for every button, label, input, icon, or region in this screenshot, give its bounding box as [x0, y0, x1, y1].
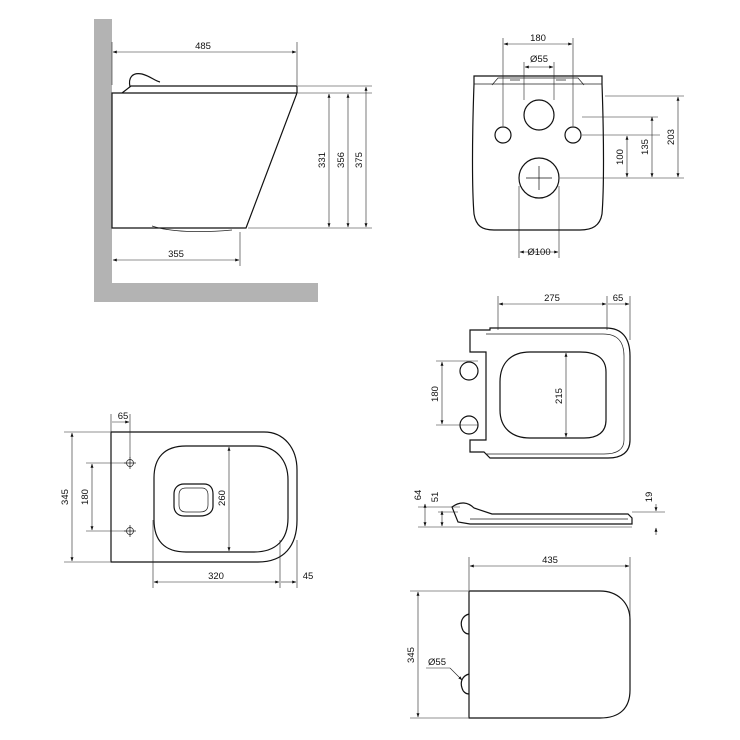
dim-356: 356 [336, 152, 347, 168]
fixing-hole-right [564, 126, 582, 144]
dim-65-bowl: 65 [118, 411, 129, 422]
dim-100: 100 [615, 149, 626, 165]
side-view: 485 355 331 356 375 [94, 19, 372, 302]
lid-outline [468, 590, 631, 719]
dim-180-seat: 180 [430, 386, 441, 402]
dim-45: 45 [303, 571, 314, 582]
seat-side-profile [451, 502, 633, 525]
bowl-base-curve [151, 225, 233, 232]
bowl-side-profile [111, 92, 298, 229]
dim-345-lid: 345 [406, 647, 417, 663]
dim-19: 19 [644, 492, 655, 503]
lid-top-view: 435 345 Ø55 [406, 555, 631, 719]
lid-hinge-top [460, 613, 470, 635]
rear-view: 180 Ø55 Ø100 100 135 203 [471, 33, 684, 258]
rear-outline [471, 75, 605, 231]
dim-d55-lid: Ø55 [428, 657, 446, 668]
dim-260: 260 [217, 490, 228, 506]
bowl-rim [153, 445, 289, 553]
seat-top-profile [121, 85, 298, 94]
seat-outline [469, 327, 631, 459]
bowl-top-view: 65 345 180 260 320 45 [60, 411, 313, 588]
dim-435: 435 [542, 555, 558, 566]
dim-331: 331 [317, 152, 328, 168]
dim-203: 203 [666, 129, 677, 145]
dim-345-bowl: 345 [60, 489, 71, 505]
wall-section [94, 19, 318, 302]
dim-64: 64 [413, 490, 424, 501]
dim-135: 135 [640, 139, 651, 155]
flush-opening [173, 483, 214, 517]
bowl-top-outline [110, 431, 298, 563]
fixing-bracket [491, 77, 585, 86]
dim-d100: Ø100 [527, 247, 550, 258]
dim-d55-rear: Ø55 [530, 54, 548, 65]
dim-215: 215 [554, 388, 565, 404]
lid-hinge-profile [128, 73, 161, 88]
seat-top-view: 275 65 180 215 [430, 293, 631, 459]
fixing-hole-left [494, 126, 512, 144]
dim-485: 485 [195, 41, 211, 52]
dim-180-rear: 180 [530, 33, 546, 44]
dim-180-bowl: 180 [80, 489, 91, 505]
seat-opening [499, 351, 607, 439]
dim-65-seat: 65 [613, 293, 624, 304]
hinge-left-top [459, 361, 479, 381]
waste-outlet [518, 157, 560, 199]
dim-275: 275 [544, 293, 560, 304]
water-inlet [523, 99, 555, 131]
lid-hinge-bottom [460, 673, 470, 695]
seat-side-view: 64 51 19 [413, 490, 665, 535]
dim-355: 355 [168, 249, 184, 260]
dim-375: 375 [354, 152, 365, 168]
dim-51: 51 [430, 492, 441, 503]
dim-320: 320 [208, 571, 224, 582]
